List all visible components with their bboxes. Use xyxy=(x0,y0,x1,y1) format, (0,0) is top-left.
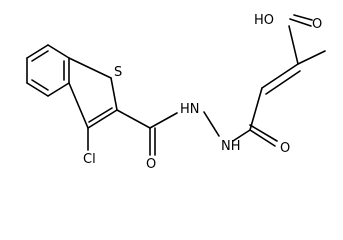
bond xyxy=(110,77,118,111)
bond xyxy=(293,14,313,21)
chlorine-label: Cl xyxy=(83,152,96,167)
atom-labels: S Cl O HN NH O O HO xyxy=(83,13,322,172)
bond xyxy=(232,129,251,142)
bond xyxy=(249,129,276,147)
bond xyxy=(265,70,301,95)
structure-diagram: S Cl O HN NH O O HO xyxy=(26,13,326,172)
hydrazide-nh-label-left: HN xyxy=(180,102,200,117)
bond xyxy=(203,111,220,137)
bond xyxy=(249,124,278,142)
sulfur-label: S xyxy=(114,65,122,80)
bond xyxy=(68,57,112,79)
hydrazide-nh-label-right: NH xyxy=(221,139,241,154)
bond xyxy=(31,50,49,62)
acid-oxygen-label: O xyxy=(312,17,322,32)
bond xyxy=(68,82,89,129)
bond xyxy=(26,44,49,59)
hydroxyl-label: HO xyxy=(254,13,274,28)
ketone-oxygen-label: O xyxy=(280,141,290,156)
bond xyxy=(288,25,299,65)
bond xyxy=(249,87,263,131)
bond xyxy=(88,107,113,123)
bond xyxy=(47,44,70,59)
bond xyxy=(297,50,326,65)
amide-oxygen-label: O xyxy=(146,157,156,172)
bond xyxy=(47,82,70,97)
bonds xyxy=(26,14,326,156)
bond xyxy=(261,63,299,89)
bond xyxy=(149,112,178,129)
bond xyxy=(289,18,312,27)
bond xyxy=(26,82,49,97)
bond xyxy=(31,79,49,91)
bond xyxy=(87,109,118,129)
bond xyxy=(116,109,151,129)
